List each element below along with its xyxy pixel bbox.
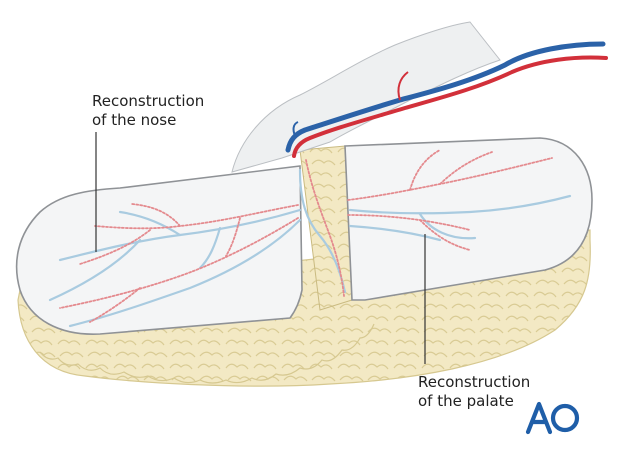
artery-branches [59,149,553,323]
pedicle-vein [285,41,606,153]
palatal-flap-segment [344,137,593,301]
nasal-flap-segment [15,165,303,335]
pedicle-small-branch-2 [292,121,299,139]
label-reconstruction-nose: Reconstruction of the nose [92,92,205,129]
vein-branches [48,168,572,328]
pedicle-artery [292,55,608,158]
pedicle-small-branch [397,71,409,101]
label-reconstruction-palate: Reconstruction of the palate [418,373,531,410]
fat-lumps [39,323,375,384]
ao-logo-icon [525,401,580,435]
